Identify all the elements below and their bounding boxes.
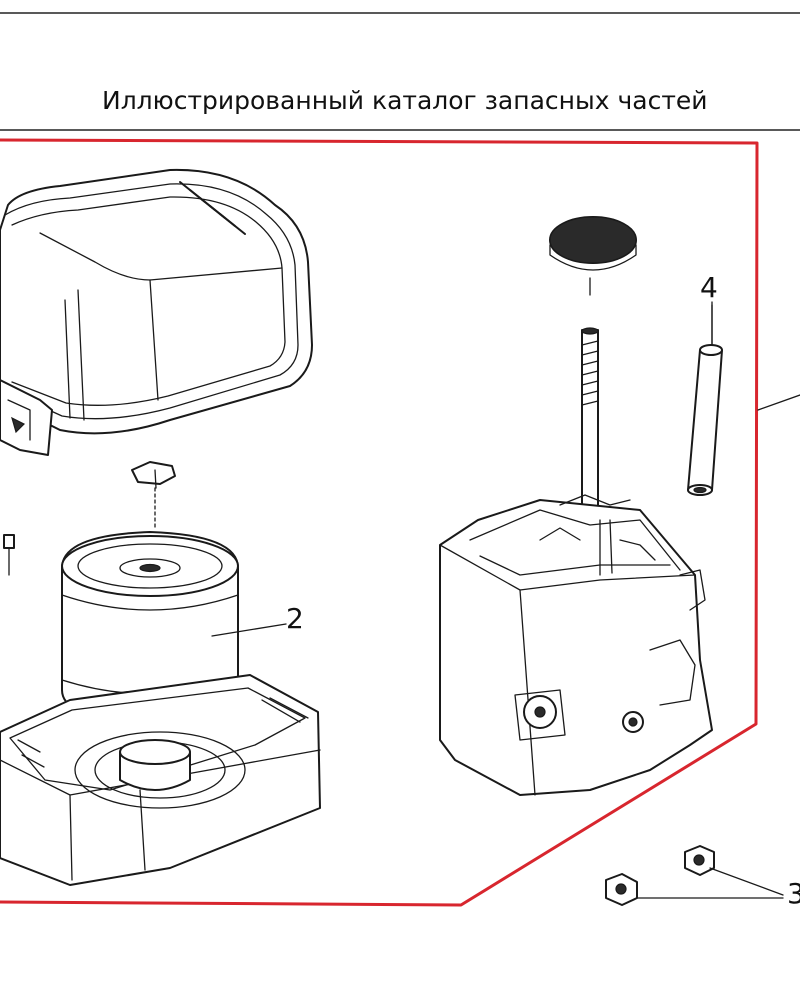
seal-ring bbox=[549, 216, 637, 296]
callout-4: 4 bbox=[700, 271, 718, 304]
nut-2 bbox=[684, 845, 715, 876]
small-screw bbox=[3, 534, 15, 576]
air-cleaner-base bbox=[0, 674, 321, 886]
leader-2 bbox=[211, 623, 287, 637]
stud-bolt bbox=[581, 327, 599, 511]
assembly-frame bbox=[0, 138, 759, 907]
nut-1 bbox=[605, 873, 638, 906]
leader-1 bbox=[757, 394, 800, 411]
air-cleaner-cover bbox=[0, 168, 313, 456]
callout-2: 2 bbox=[286, 602, 304, 635]
wing-bolt bbox=[131, 461, 176, 531]
catalog-title: Иллюстрированный каталог запасных частей bbox=[102, 86, 708, 115]
callout-3: 3 bbox=[787, 877, 800, 910]
tube bbox=[687, 304, 723, 496]
air-cleaner-case bbox=[439, 494, 713, 796]
leader-3a bbox=[709, 867, 784, 896]
air-filter-element bbox=[61, 531, 239, 723]
